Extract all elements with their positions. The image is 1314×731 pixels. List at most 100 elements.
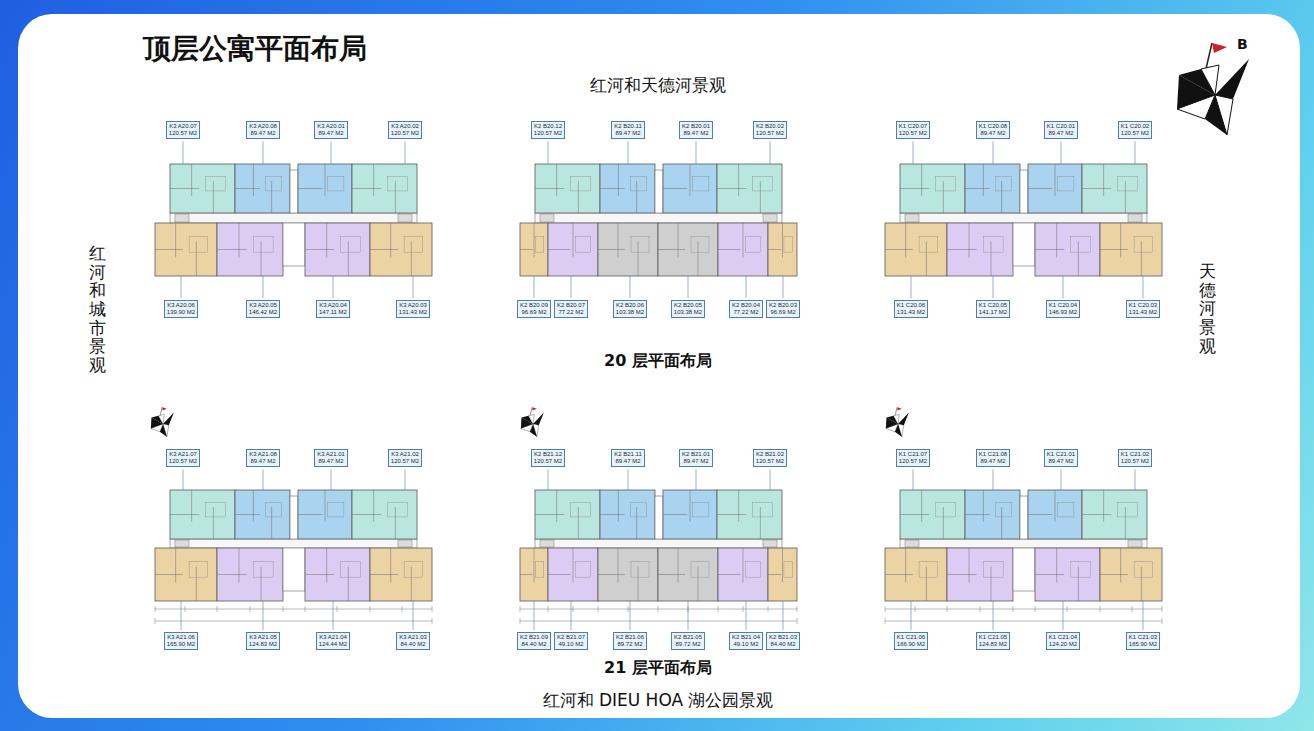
unit-tag: K2 B20.05103.38 M2 — [671, 300, 705, 318]
leader-line — [783, 276, 784, 298]
room-wall — [1055, 490, 1056, 522]
room-wall — [235, 188, 260, 189]
leader-line — [548, 469, 549, 490]
unit-code: K1 C20.05 — [979, 302, 1007, 309]
stair — [398, 214, 412, 222]
dimension-tick — [628, 606, 629, 612]
room-wall — [213, 507, 214, 539]
room-wall — [690, 490, 691, 522]
unit-code: K2 B21.06 — [616, 634, 644, 641]
room-wall — [636, 181, 637, 213]
core — [290, 496, 298, 539]
unit-tag: K2 B21.1189.47 M2 — [611, 449, 645, 467]
room-wall — [760, 507, 761, 539]
room-wall — [271, 507, 272, 539]
room-wall — [768, 249, 781, 250]
unit-code: K2 B21.05 — [674, 634, 702, 641]
unit-tag: K3 A20.04147.11 M2 — [316, 300, 350, 318]
room-wall — [373, 164, 374, 196]
unit-tag: K3 A20.03131.43 M2 — [396, 300, 430, 318]
dimension-tick — [1132, 606, 1133, 612]
room-wall — [395, 181, 396, 213]
unit-code: K2 B20.11 — [614, 123, 642, 130]
unit-area: 146.42 M2 — [249, 309, 277, 316]
dimension-tick — [155, 606, 156, 612]
room-block — [1100, 548, 1162, 601]
room-block — [663, 164, 717, 213]
leader-line — [770, 141, 771, 164]
stair — [398, 540, 412, 547]
room-block — [520, 548, 548, 601]
room-block — [900, 164, 965, 213]
unit-tag: K1 C21.03165.90 M2 — [1126, 632, 1160, 650]
leader-line — [183, 469, 184, 490]
room-wall — [305, 574, 334, 575]
dimension-tick — [1162, 618, 1163, 624]
room-block — [885, 548, 947, 601]
dimension-line — [885, 609, 1162, 610]
room-wall — [1001, 181, 1002, 213]
core — [1020, 496, 1028, 539]
leader-line — [696, 141, 697, 164]
unit-tag: K1 C21.0189.47 M2 — [1044, 449, 1078, 467]
unit-code: K1 C21.01 — [1047, 451, 1075, 458]
leader-line — [405, 469, 406, 490]
unit-area: 124.83 M2 — [249, 641, 277, 648]
room-wall — [1141, 242, 1142, 276]
unit-code: K1 C20.08 — [979, 123, 1007, 130]
room-wall — [947, 249, 977, 250]
unit-tag: K2 B21.02120.57 M2 — [753, 449, 787, 467]
dimension-line — [520, 609, 797, 610]
floor-caption: 20 层平面布局 — [604, 351, 712, 372]
core — [655, 496, 663, 539]
unit-tag: K3 A20.02120.57 M2 — [388, 121, 422, 139]
unit-area: 120.57 M2 — [391, 458, 419, 465]
dimension-tick — [980, 606, 981, 612]
room-wall — [217, 574, 247, 575]
dimension-tick — [337, 606, 338, 612]
leader-line — [413, 601, 414, 630]
room-wall — [991, 242, 992, 276]
room-block — [658, 223, 718, 276]
room-block — [718, 548, 768, 601]
furniture — [576, 236, 591, 252]
room-wall — [261, 242, 262, 276]
corridor — [535, 213, 782, 223]
dimension-line — [520, 621, 797, 622]
furniture — [328, 176, 344, 191]
stair — [763, 214, 777, 222]
room-block — [305, 223, 370, 276]
room-wall — [170, 188, 199, 189]
room-wall — [370, 249, 398, 250]
unit-area: 89.47 M2 — [317, 458, 345, 465]
leader-line — [571, 276, 572, 298]
unit-tag: K3 A20.05146.42 M2 — [246, 300, 280, 318]
logo-letter: B — [1237, 36, 1248, 52]
unit-tag: K3 A21.05124.83 M2 — [246, 632, 280, 650]
room-block — [370, 548, 432, 601]
room-wall — [618, 490, 619, 522]
room-wall — [520, 574, 533, 575]
leader-line — [1143, 276, 1144, 298]
small-logo — [521, 407, 544, 436]
room-wall — [191, 164, 192, 196]
room-wall — [1082, 514, 1111, 515]
stair — [540, 214, 554, 222]
unit-area: 103.38 M2 — [674, 309, 702, 316]
room-block — [768, 548, 797, 601]
unit-area: 131.43 M2 — [399, 309, 427, 316]
furniture — [753, 176, 773, 191]
room-wall — [535, 514, 564, 515]
furniture — [753, 502, 773, 517]
corridor — [900, 213, 1147, 223]
furniture — [265, 502, 282, 517]
stair — [540, 540, 554, 547]
room-wall — [690, 164, 691, 196]
room-block — [235, 490, 290, 539]
furniture — [983, 236, 1003, 252]
unit-tag: K2 B21.0689.72 M2 — [613, 632, 647, 650]
furniture — [983, 561, 1003, 577]
room-wall — [1125, 507, 1126, 539]
room-wall — [298, 188, 322, 189]
furniture — [328, 502, 344, 517]
